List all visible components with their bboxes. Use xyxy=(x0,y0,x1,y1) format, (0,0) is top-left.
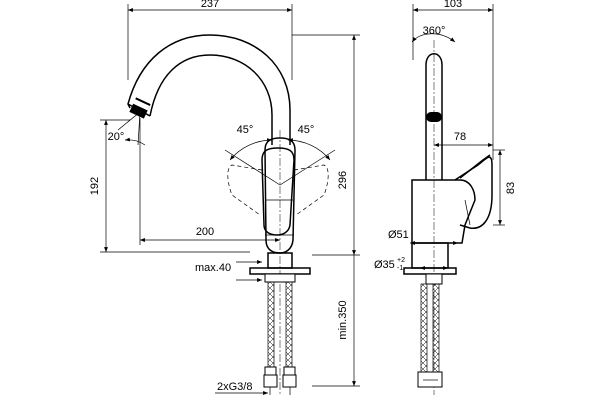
dim-min-length: min.350 xyxy=(312,255,360,387)
dim-reach: 200 xyxy=(139,118,280,245)
dim-spout-angle-label: 20° xyxy=(108,131,125,143)
dim-width-side-label: 103 xyxy=(444,0,462,10)
front-view: 237 20° xyxy=(89,0,360,395)
dim-base-diameter-label: Ø51 xyxy=(388,229,409,241)
dim-rotation: 360° xyxy=(411,25,456,43)
dim-height-total: 296 xyxy=(292,34,360,256)
dim-rotation-label: 360° xyxy=(423,25,446,37)
dim-hole-diameter-label: Ø35 xyxy=(374,259,395,271)
dim-min-length-label: min.350 xyxy=(337,300,349,339)
dim-lever-depth: 78 xyxy=(434,131,493,147)
dim-height-spout-label: 192 xyxy=(89,177,101,195)
dim-height-spout: 192 xyxy=(89,119,250,253)
dim-hole-tol-lower: -1 xyxy=(397,265,403,272)
dim-lever-angle-right-label: 45° xyxy=(298,124,315,136)
dim-width-side: 103 xyxy=(412,0,494,160)
side-view: 103 360° 78 83 xyxy=(374,0,517,395)
dim-hole-diameter: Ø35 +2 -1 xyxy=(374,257,448,272)
dim-hole-tol-upper: +2 xyxy=(397,257,405,264)
dim-reach-label: 200 xyxy=(196,226,214,238)
supply-hoses xyxy=(263,273,297,395)
dim-connection: 2xG3/8 xyxy=(215,381,268,395)
faucet-side-profile xyxy=(403,40,493,395)
dim-width-front: 237 xyxy=(127,0,293,80)
dim-lever-depth-label: 78 xyxy=(454,131,466,143)
dim-base-diameter: Ø51 xyxy=(388,229,458,245)
lever-rotation: 45° 45° xyxy=(224,124,336,216)
dim-height-total-label: 296 xyxy=(337,171,349,189)
dim-max-thickness: max.40 xyxy=(195,260,262,282)
dim-max-thickness-label: max.40 xyxy=(195,262,231,274)
dim-lever-height-label: 83 xyxy=(505,182,517,194)
dim-lever-angle-left-label: 45° xyxy=(237,124,254,136)
dim-width-front-label: 237 xyxy=(201,0,219,10)
side-supply-hoses xyxy=(417,273,443,388)
dim-lever-height: 83 xyxy=(493,149,517,226)
dim-spout-angle: 20° xyxy=(108,111,146,146)
dim-connection-label: 2xG3/8 xyxy=(217,381,252,393)
faucet-spout xyxy=(127,34,291,145)
